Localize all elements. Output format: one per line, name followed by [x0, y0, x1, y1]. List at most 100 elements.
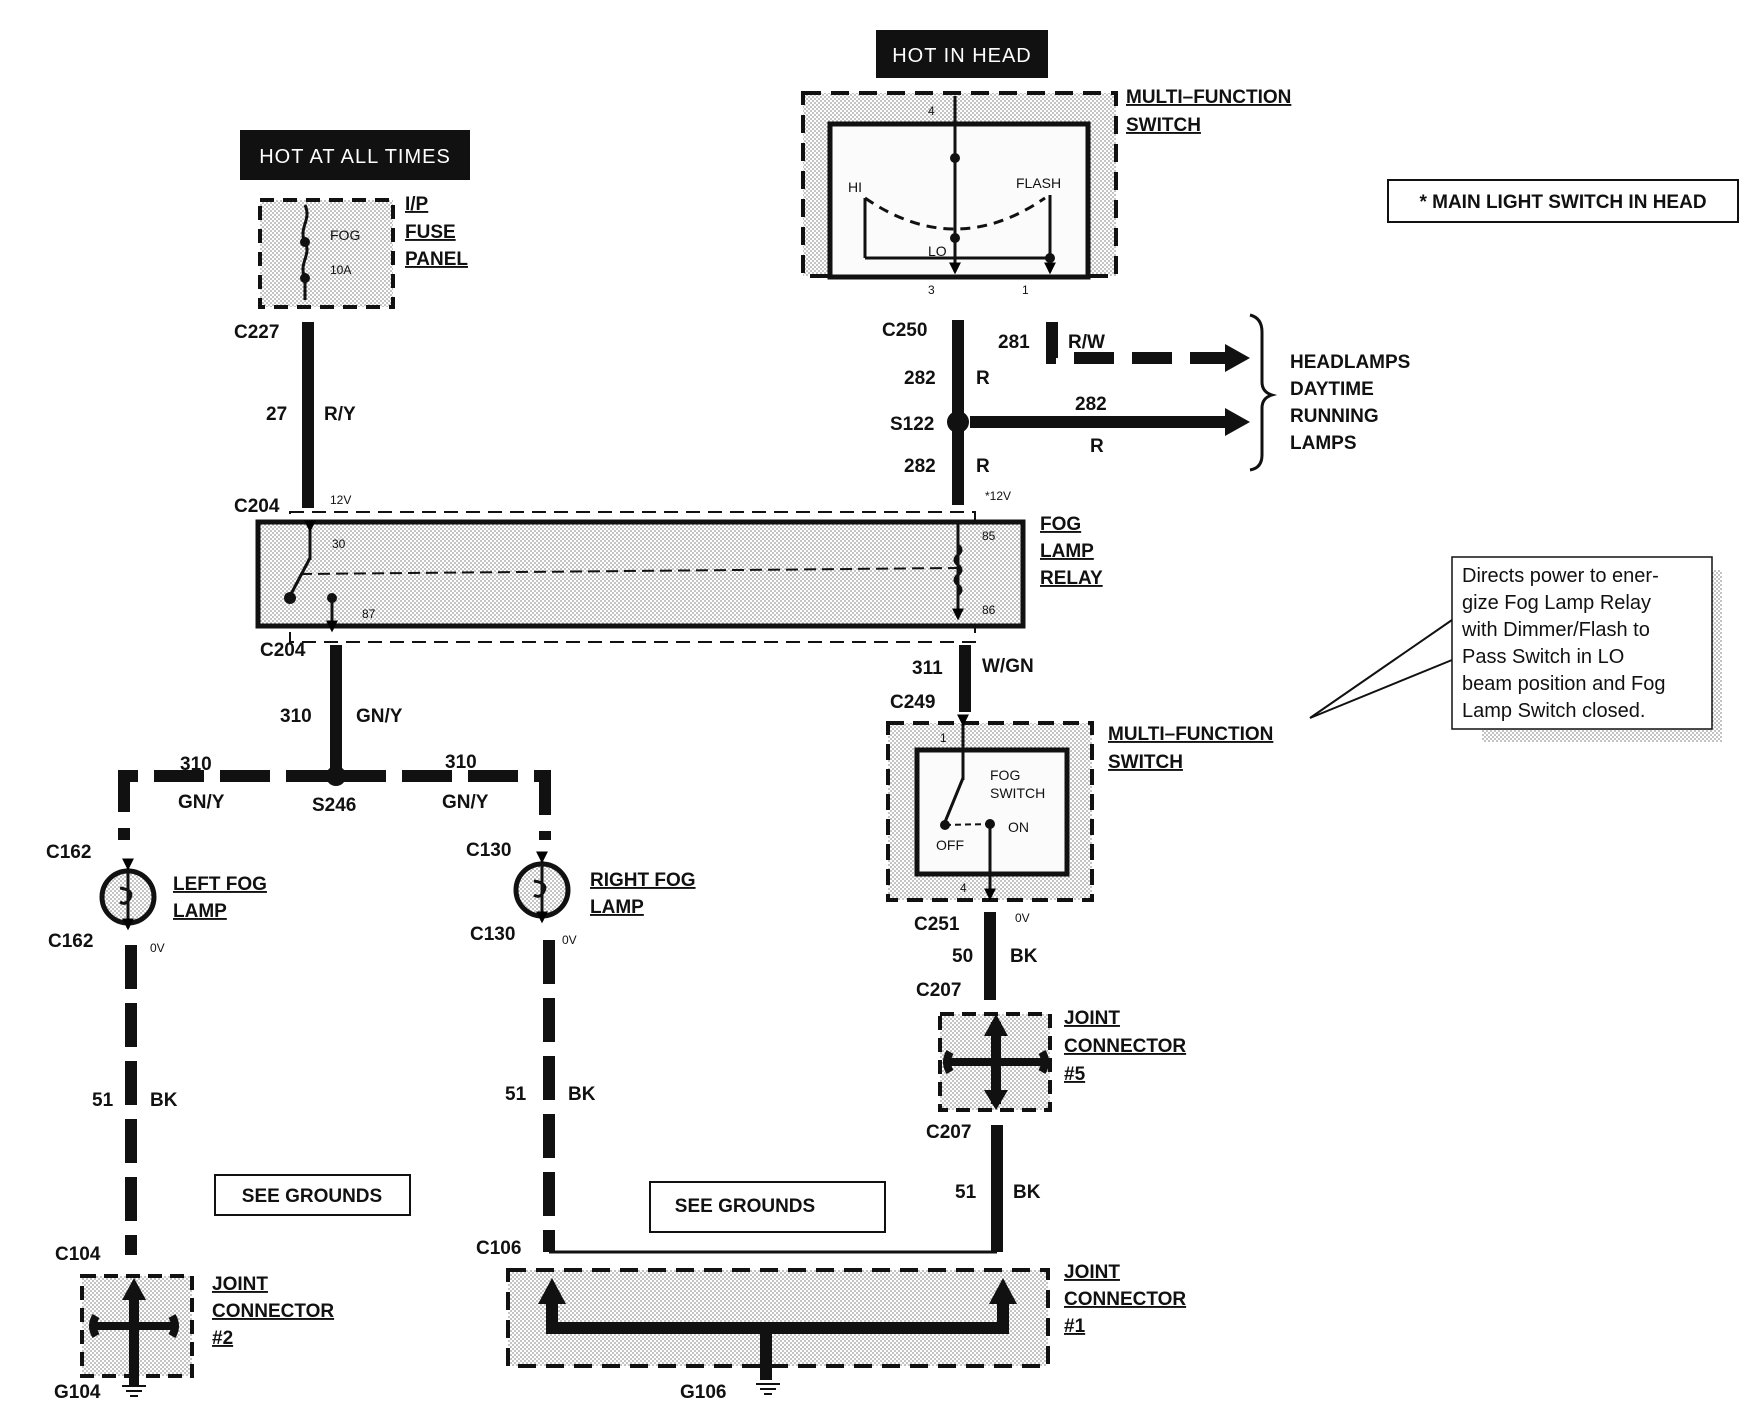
svg-text:LAMP: LAMP [590, 897, 644, 918]
svg-text:12V: 12V [330, 493, 351, 507]
svg-text:311: 311 [912, 658, 943, 679]
fuse-label: FOG [330, 227, 360, 243]
svg-text:S122: S122 [890, 414, 934, 435]
svg-text:27: 27 [266, 404, 287, 425]
svg-text:CONNECTOR: CONNECTOR [1064, 1036, 1186, 1057]
svg-text:RELAY: RELAY [1040, 568, 1103, 589]
svg-text:BK: BK [568, 1084, 596, 1105]
svg-text:MULTI–FUNCTION: MULTI–FUNCTION [1126, 87, 1291, 108]
svg-text:GN/Y: GN/Y [356, 706, 403, 727]
svg-text:FOG: FOG [990, 767, 1020, 783]
svg-text:#5: #5 [1064, 1064, 1086, 1085]
svg-text:310: 310 [280, 706, 312, 727]
svg-text:SWITCH: SWITCH [1126, 115, 1201, 136]
wire-282-branch: 282 R [970, 394, 1250, 457]
svg-text:FOG: FOG [1040, 514, 1081, 535]
svg-text:SWITCH: SWITCH [990, 785, 1045, 801]
svg-text:4: 4 [928, 104, 935, 118]
svg-text:Lamp Switch closed.: Lamp Switch closed. [1462, 700, 1645, 722]
svg-text:beam position and Fog: beam position and Fog [1462, 673, 1665, 695]
svg-text:3: 3 [928, 283, 935, 297]
svg-text:SWITCH: SWITCH [1108, 752, 1183, 773]
svg-text:85: 85 [982, 529, 996, 543]
svg-text:LAMP: LAMP [173, 901, 227, 922]
svg-text:*12V: *12V [985, 489, 1011, 503]
svg-text:CONNECTOR: CONNECTOR [212, 1301, 334, 1322]
svg-text:1: 1 [1022, 283, 1029, 297]
svg-text:JOINT: JOINT [1064, 1008, 1120, 1029]
svg-text:SEE GROUNDS: SEE GROUNDS [675, 1196, 815, 1217]
svg-text:310: 310 [180, 754, 212, 775]
svg-text:C130: C130 [466, 840, 511, 861]
svg-text:BK: BK [1010, 946, 1038, 967]
svg-text:#2: #2 [212, 1328, 233, 1349]
multi-function-switch-top: HI LO FLASH 4 3 1 MULTI–FUNCTION SWITCH [801, 87, 1291, 297]
svg-text:G106: G106 [680, 1382, 726, 1403]
svg-text:JOINT: JOINT [212, 1274, 268, 1295]
svg-text:S246: S246 [312, 795, 356, 816]
svg-text:C130: C130 [470, 924, 515, 945]
svg-text:I/P: I/P [405, 194, 429, 215]
wire-311: 311 W/GN C249 [890, 645, 1034, 713]
svg-text:LAMP: LAMP [1040, 541, 1094, 562]
svg-text:HOT IN HEAD: HOT IN HEAD [892, 45, 1032, 67]
svg-text:C250: C250 [882, 320, 927, 341]
main-light-note: * MAIN LIGHT SWITCH IN HEAD [1387, 179, 1739, 223]
svg-text:* MAIN LIGHT SWITCH IN HEAD: * MAIN LIGHT SWITCH IN HEAD [1419, 192, 1706, 213]
svg-text:51: 51 [505, 1084, 527, 1105]
svg-text:30: 30 [332, 537, 346, 551]
svg-text:LAMPS: LAMPS [1290, 433, 1357, 454]
svg-text:1: 1 [940, 731, 947, 745]
hot-in-head-header: HOT IN HEAD [876, 30, 1048, 78]
wire-310: 310 GN/Y 310 GN/Y S246 310 GN/Y [118, 645, 551, 840]
svg-text:C227: C227 [234, 322, 279, 343]
see-grounds-left: SEE GROUNDS [214, 1174, 411, 1216]
svg-text:GN/Y: GN/Y [178, 792, 225, 813]
svg-text:RIGHT FOG: RIGHT FOG [590, 870, 696, 891]
mfs-lo: LO [928, 243, 947, 259]
svg-text:G104: G104 [54, 1382, 101, 1403]
svg-text:R: R [976, 456, 990, 477]
svg-text:C207: C207 [916, 980, 961, 1001]
wire-282-main: C250 282 R S122 282 R *12V [882, 320, 1011, 505]
joint-connector-5: JOINT CONNECTOR #5 C207 [926, 1008, 1186, 1143]
svg-text:Directs power to ener-: Directs power to ener- [1462, 565, 1659, 587]
headlamps-drl-label: HEADLAMPS DAYTIME RUNNING LAMPS [1249, 313, 1410, 472]
svg-text:CONNECTOR: CONNECTOR [1064, 1289, 1186, 1310]
svg-text:ON: ON [1008, 819, 1029, 835]
svg-text:#1: #1 [1064, 1316, 1086, 1337]
svg-text:51: 51 [955, 1182, 977, 1203]
see-grounds-right: SEE GROUNDS [649, 1181, 886, 1233]
right-fog-lamp: C130 RIGHT FOG LAMP C130 0V [466, 840, 696, 947]
svg-text:0V: 0V [1015, 911, 1030, 925]
wire-51-right: 51 BK [955, 1125, 1041, 1252]
mfs-hi: HI [848, 179, 862, 195]
svg-text:4: 4 [960, 881, 967, 895]
wire-27: C227 27 R/Y C204 12V [234, 322, 356, 517]
svg-text:gize Fog Lamp Relay: gize Fog Lamp Relay [1462, 592, 1651, 614]
fog-lamp-relay: 30 87 85 86 FOG LAMP RELAY C204 [255, 511, 1103, 661]
svg-text:HEADLAMPS: HEADLAMPS [1290, 352, 1410, 373]
ground-symbol-g104 [122, 1385, 146, 1397]
hot-at-all-times-header: HOT AT ALL TIMES [240, 130, 470, 180]
svg-text:PANEL: PANEL [405, 249, 468, 270]
svg-text:310: 310 [445, 752, 477, 773]
svg-text:C207: C207 [926, 1122, 971, 1143]
svg-text:FUSE: FUSE [405, 222, 456, 243]
multi-function-switch-fog: 1 4 FOG SWITCH OFF ON MULTI–FUNCTION SWI… [886, 714, 1273, 902]
callout-note: Directs power to ener- gize Fog Lamp Rel… [1309, 556, 1722, 742]
wire-50: C251 0V 50 BK C207 [914, 911, 1038, 1001]
wire-51-left: 51 BK C104 [55, 945, 178, 1265]
svg-text:W/GN: W/GN [982, 656, 1034, 677]
svg-text:C162: C162 [48, 931, 93, 952]
svg-text:BK: BK [1013, 1182, 1041, 1203]
svg-text:281: 281 [998, 332, 1030, 353]
svg-text:JOINT: JOINT [1064, 1262, 1120, 1283]
svg-text:MULTI–FUNCTION: MULTI–FUNCTION [1108, 724, 1273, 745]
svg-text:87: 87 [362, 607, 376, 621]
svg-text:86: 86 [982, 603, 996, 617]
joint-connector-1: JOINT CONNECTOR #1 G106 [506, 1250, 1186, 1403]
svg-text:Pass Switch in LO: Pass Switch in LO [1462, 646, 1624, 668]
fuse-rating: 10A [330, 263, 351, 277]
svg-text:C162: C162 [46, 842, 91, 863]
